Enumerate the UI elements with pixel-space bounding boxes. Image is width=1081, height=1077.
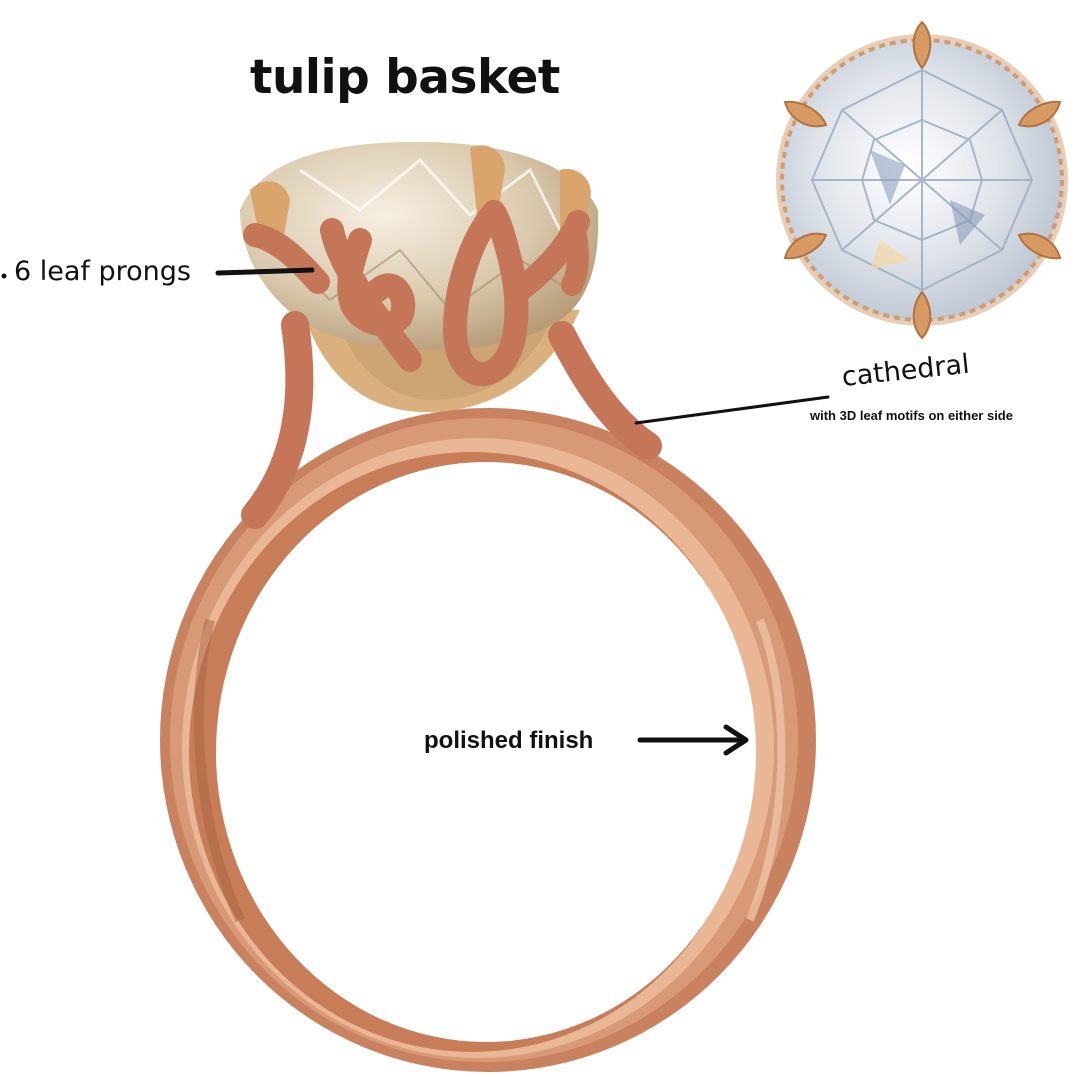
cathedral-leader-line (634, 395, 830, 425)
drawn-leaf-prongs (241, 200, 662, 529)
finish-label: polished finish (424, 727, 594, 754)
diamond-top-view (776, 20, 1068, 340)
arrow-right-icon (723, 724, 749, 756)
prongs-leader-line (215, 267, 315, 276)
leader-lines (1, 267, 830, 756)
ring-band (160, 408, 816, 1072)
prongs-label: 6 leaf prongs (14, 256, 191, 287)
page-title: tulip basket (250, 50, 560, 105)
cathedral-detail-label: with 3D leaf motifs on either side (810, 408, 1013, 423)
